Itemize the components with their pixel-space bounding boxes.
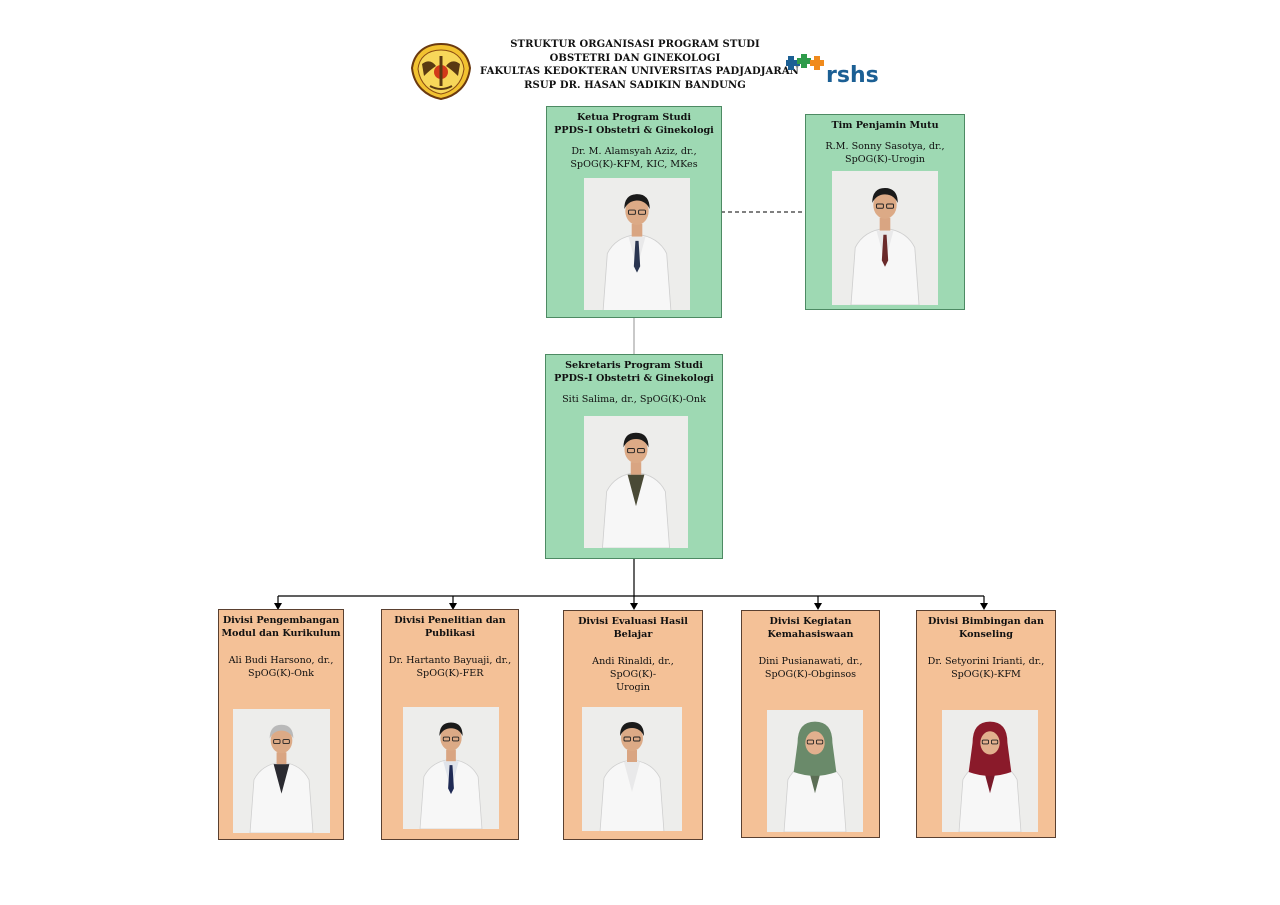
ketua-title-2: PPDS-I Obstetri & Ginekologi	[554, 125, 714, 136]
portrait-silhouette	[767, 710, 863, 832]
division-name-2: SpOG(K)-Onk	[248, 668, 314, 679]
ketua-title-1: Ketua Program Studi	[576, 112, 692, 123]
division-box: Divisi Penelitian dan Publikasi Dr. Hart…	[381, 609, 519, 840]
penjamin-mutu-box: Tim Penjamin Mutu R.M. Sonny Sasotya, dr…	[805, 114, 965, 310]
division-box: Divisi Bimbingan dan Konseling Dr. Setyo…	[916, 610, 1056, 838]
sekretaris-title-1: Sekretaris Program Studi	[565, 360, 703, 371]
division-name-1: Dr. Hartanto Bayuaji, dr.,	[388, 655, 512, 666]
penjamin-name-2: SpOG(K)-Urogin	[845, 154, 925, 165]
portrait-silhouette	[582, 707, 682, 831]
rshs-logo: rshs	[786, 50, 890, 88]
header-line-1: STRUKTUR ORGANISASI PROGRAM STUDI	[510, 39, 760, 50]
sekretaris-name-1: Siti Salima, dr., SpOG(K)-Onk	[562, 394, 706, 405]
division-box: Divisi Kegiatan Kemahasiswaan Dini Pusia…	[741, 610, 880, 838]
chart-header: STRUKTUR ORGANISASI PROGRAM STUDI OBSTET…	[480, 38, 799, 92]
sekretaris-photo	[584, 416, 688, 548]
division-title-1: Divisi Evaluasi Hasil	[578, 616, 688, 627]
division-name-2: SpOG(K)-FER	[416, 668, 484, 679]
division-photo	[582, 707, 682, 831]
division-box: Divisi Evaluasi Hasil Belajar Andi Rinal…	[563, 610, 703, 840]
division-name-2: Urogin	[616, 682, 650, 693]
header-line-4: RSUP DR. HASAN SADIKIN BANDUNG	[524, 79, 746, 91]
portrait-silhouette	[832, 171, 938, 305]
sekretaris-title-2: PPDS-I Obstetri & Ginekologi	[554, 373, 714, 384]
division-photo	[403, 707, 499, 829]
penjamin-title-1: Tim Penjamin Mutu	[831, 120, 939, 131]
ketua-name-1: Dr. M. Alamsyah Aziz, dr.,	[571, 146, 697, 157]
division-name-1: Dini Pusianawati, dr.,	[758, 656, 863, 667]
division-photo	[942, 710, 1038, 832]
division-title-2: Modul dan Kurikulum	[221, 628, 341, 639]
portrait-silhouette	[584, 178, 690, 310]
ketua-box: Ketua Program Studi PPDS-I Obstetri & Gi…	[546, 106, 722, 318]
division-name-2: SpOG(K)-KFM	[951, 669, 1021, 680]
penjamin-name-1: R.M. Sonny Sasotya, dr.,	[825, 141, 945, 152]
division-photo	[767, 710, 863, 832]
division-title-2: Kemahasiswaan	[767, 629, 854, 640]
ketua-photo	[584, 178, 690, 310]
sekretaris-box: Sekretaris Program Studi PPDS-I Obstetri…	[545, 354, 723, 559]
division-title-2: Belajar	[613, 629, 653, 640]
division-title-1: Divisi Bimbingan dan	[928, 616, 1044, 627]
division-title-1: Divisi Kegiatan	[769, 616, 852, 627]
division-name-1: Dr. Setyorini Irianti, dr.,	[927, 656, 1045, 667]
penjamin-photo	[832, 171, 938, 305]
division-name-2: SpOG(K)-Obginsos	[764, 669, 857, 680]
header-line-3: FAKULTAS KEDOKTERAN UNIVERSITAS PADJADJA…	[480, 66, 799, 77]
unpad-logo	[410, 42, 472, 101]
portrait-silhouette	[584, 416, 688, 548]
rshs-logo-text: rshs	[826, 63, 879, 86]
division-name-1: Andi Rinaldi, dr., SpOG(K)-	[592, 656, 674, 680]
division-title-1: Divisi Pengembangan	[222, 615, 340, 626]
portrait-silhouette	[942, 710, 1038, 832]
portrait-silhouette	[233, 709, 330, 833]
division-name-1: Ali Budi Harsono, dr.,	[228, 655, 334, 666]
ketua-name-2: SpOG(K)-KFM, KIC, MKes	[570, 159, 698, 170]
header-line-2: OBSTETRI DAN GINEKOLOGI	[549, 52, 721, 64]
division-box: Divisi Pengembangan Modul dan Kurikulum …	[218, 609, 344, 840]
division-title-2: Konseling	[959, 629, 1013, 640]
portrait-silhouette	[403, 707, 499, 829]
division-title-1: Divisi Penelitian dan	[394, 615, 506, 626]
division-photo	[233, 709, 330, 833]
division-title-2: Publikasi	[424, 628, 476, 639]
